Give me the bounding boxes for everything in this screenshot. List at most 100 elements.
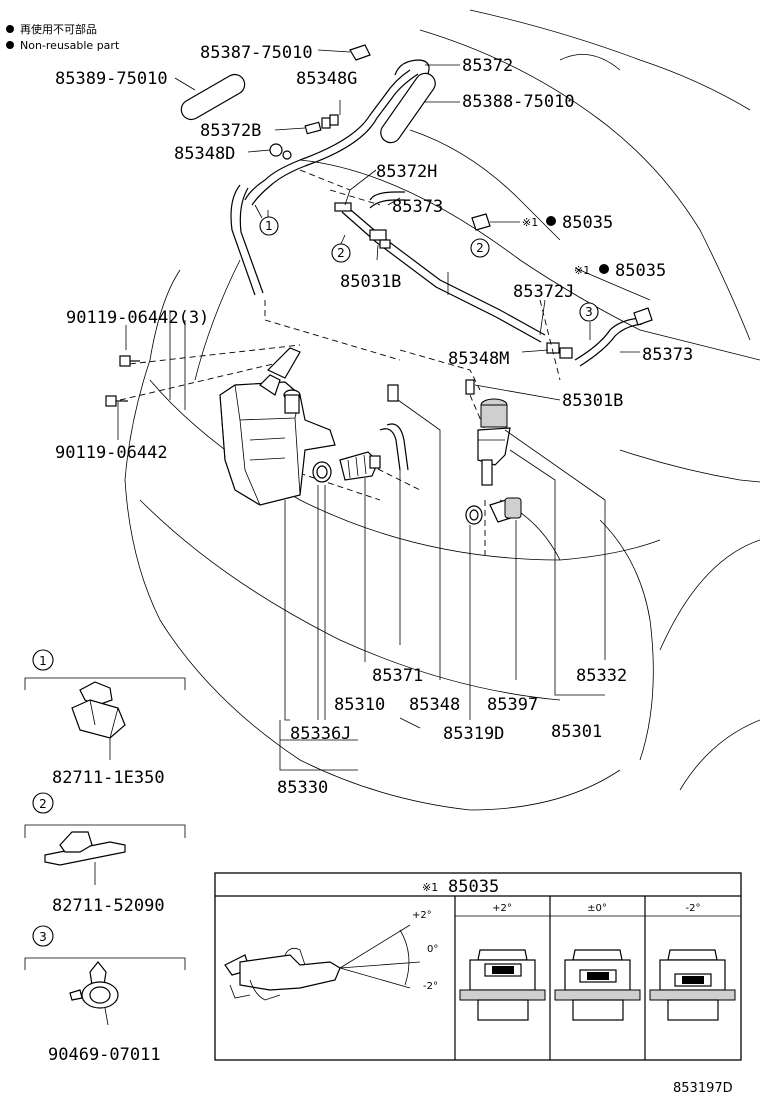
label-85387: 85387-75010 [200,43,313,63]
label-85035-b: 85035 [615,261,666,281]
label-85301b: 85301B [562,391,623,411]
label-90469-07011: 90469-07011 [48,1045,161,1065]
svg-text:1: 1 [265,219,273,233]
label-85035-prefix-a: ※1 [522,216,538,229]
label-85397: 85397 [487,695,538,715]
connector-85348 [387,384,399,402]
angle-zero: 0° [427,944,438,955]
grommet-85319d [465,505,483,525]
callout-2a: 2 [331,243,351,263]
clip-82711-1e350-icon [71,681,126,760]
clip-detail-1: 1 82711-1E350 [24,649,186,788]
label-85371: 85371 [372,666,423,686]
label-82711-52090: 82711-52090 [52,896,165,916]
legend-bullet-icon [6,41,14,49]
inset-85035-nozzle-adjustment: ※1 85035 +2° ±0° -2° +2° 0° -2° [214,872,742,1061]
hose-85371 [379,384,409,471]
washer-tank-85330 [105,347,336,506]
nozzle-front-zero-icon [554,949,641,1021]
connector-85348g [321,117,331,129]
svg-text:1: 1 [39,654,47,668]
svg-text:3: 3 [585,305,593,319]
label-85031b: 85031B [340,272,401,292]
clip-detail-2: 2 82711-52090 [24,792,186,916]
lower-leaders [117,325,606,771]
non-reusable-marker-icon [546,216,556,226]
grommet-85336j [312,461,332,483]
callout-3: 3 [579,302,599,322]
part-labels: 85387-75010 85389-75010 85348G 85372 853… [55,43,693,798]
label-85348d: 85348D [174,144,235,164]
connector-85372h [334,202,352,212]
vehicle-body-outline [124,9,760,811]
label-85319d: 85319D [443,724,504,744]
label-85372b: 85372B [200,121,261,141]
label-85336j: 85336J [290,724,351,744]
label-85035-prefix-b: ※1 [574,264,590,277]
label-85372j: 85372J [513,282,574,302]
legend-japanese: 再使用不可部品 [20,22,97,36]
label-82711-1e350: 82711-1E350 [52,768,165,788]
connector-85372b [304,121,322,135]
svg-text:2: 2 [39,797,47,811]
clip-85387 [349,44,371,61]
svg-text:3: 3 [39,930,47,944]
clip-90469-07011-icon [69,961,119,1026]
nozzle-front-minus2-icon [649,949,736,1021]
joint-85031b [369,229,387,241]
label-85372: 85372 [462,56,513,76]
label-85348: 85348 [409,695,460,715]
hose-sleeve-85389 [180,73,246,121]
label-85389: 85389-75010 [55,69,168,89]
nozzle-front-plus2-icon [459,949,546,1021]
label-85330: 85330 [277,778,328,798]
label-85373-upper: 85373 [392,197,443,217]
label-85372h: 85372H [376,162,437,182]
hose-sleeves [180,72,436,144]
label-85388: 85388-75010 [462,92,575,112]
label-90119-3: 90119-06442(3) [66,308,209,328]
label-85035-a: 85035 [562,213,613,233]
bolt-90119-upper [119,355,140,367]
pump-85310 [339,451,381,481]
non-reusable-marker-icon [599,264,609,274]
inlet-85301 [465,379,511,486]
nozzle-85035-a [471,213,491,231]
label-90119: 90119-06442 [55,443,168,463]
inset-title-prefix: ※1 [422,881,438,894]
sensor-85397 [489,497,522,523]
svg-text:2: 2 [337,246,345,260]
callout-2b: 2 [470,238,490,258]
svg-text:2: 2 [476,241,484,255]
bolt-90119-lower [105,395,128,407]
column-plus2: +2° [492,903,512,914]
angle-minus2: -2° [423,981,438,992]
hose-sleeve-85388 [380,72,436,144]
column-zero: ±0° [587,903,607,914]
angle-plus2: +2° [412,910,432,921]
label-85310: 85310 [334,695,385,715]
nozzle-85035-b [633,307,653,326]
legend-bullet-icon [6,25,14,33]
callout-1: 1 [254,204,279,236]
connectors [269,44,653,359]
clip-85301b [465,379,475,395]
column-minus2: -2° [686,903,701,914]
label-85348g: 85348G [296,69,357,89]
diagram-code: 853197D [673,1081,733,1096]
label-85373-lower: 85373 [642,345,693,365]
legend: 再使用不可部品 Non-reusable part [6,22,120,52]
label-85301: 85301 [551,722,602,742]
inset-title: 85035 [448,877,499,897]
hose-assembly [230,59,643,367]
leader-lines [174,49,651,401]
spray-angle-fan: +2° 0° -2° [339,910,438,992]
connector-85348g-b [329,114,339,126]
clip-85348d [269,143,283,157]
nozzle-side-view-icon [224,947,341,1001]
label-85348m: 85348M [448,349,509,369]
legend-english: Non-reusable part [20,39,120,52]
clip-detail-3: 3 90469-07011 [24,925,186,1065]
clip-82711-52090-icon [44,831,126,885]
